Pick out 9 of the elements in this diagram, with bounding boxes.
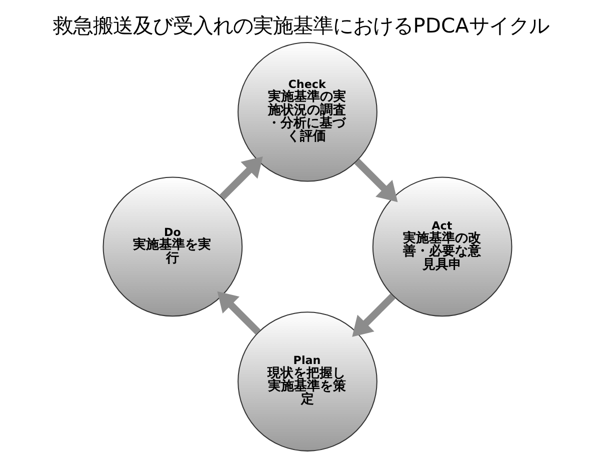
node-circle: Act 実施基準の改善・必要な意見具申 [372, 176, 512, 317]
diagram-title: 救急搬送及び受入れの実施基準におけるPDCAサイクル [52, 13, 548, 38]
arrow [354, 158, 398, 202]
arrow [219, 156, 262, 200]
arrow [216, 291, 260, 335]
node-circle: Plan 現状を把握し実施基準を策定 [237, 312, 377, 452]
arrow [352, 294, 395, 337]
node-circle: Do 実施基準を実行 [102, 176, 242, 317]
node-circle: Check 実施基準の実施状況の調査・分析に基づく評価 [237, 42, 377, 182]
